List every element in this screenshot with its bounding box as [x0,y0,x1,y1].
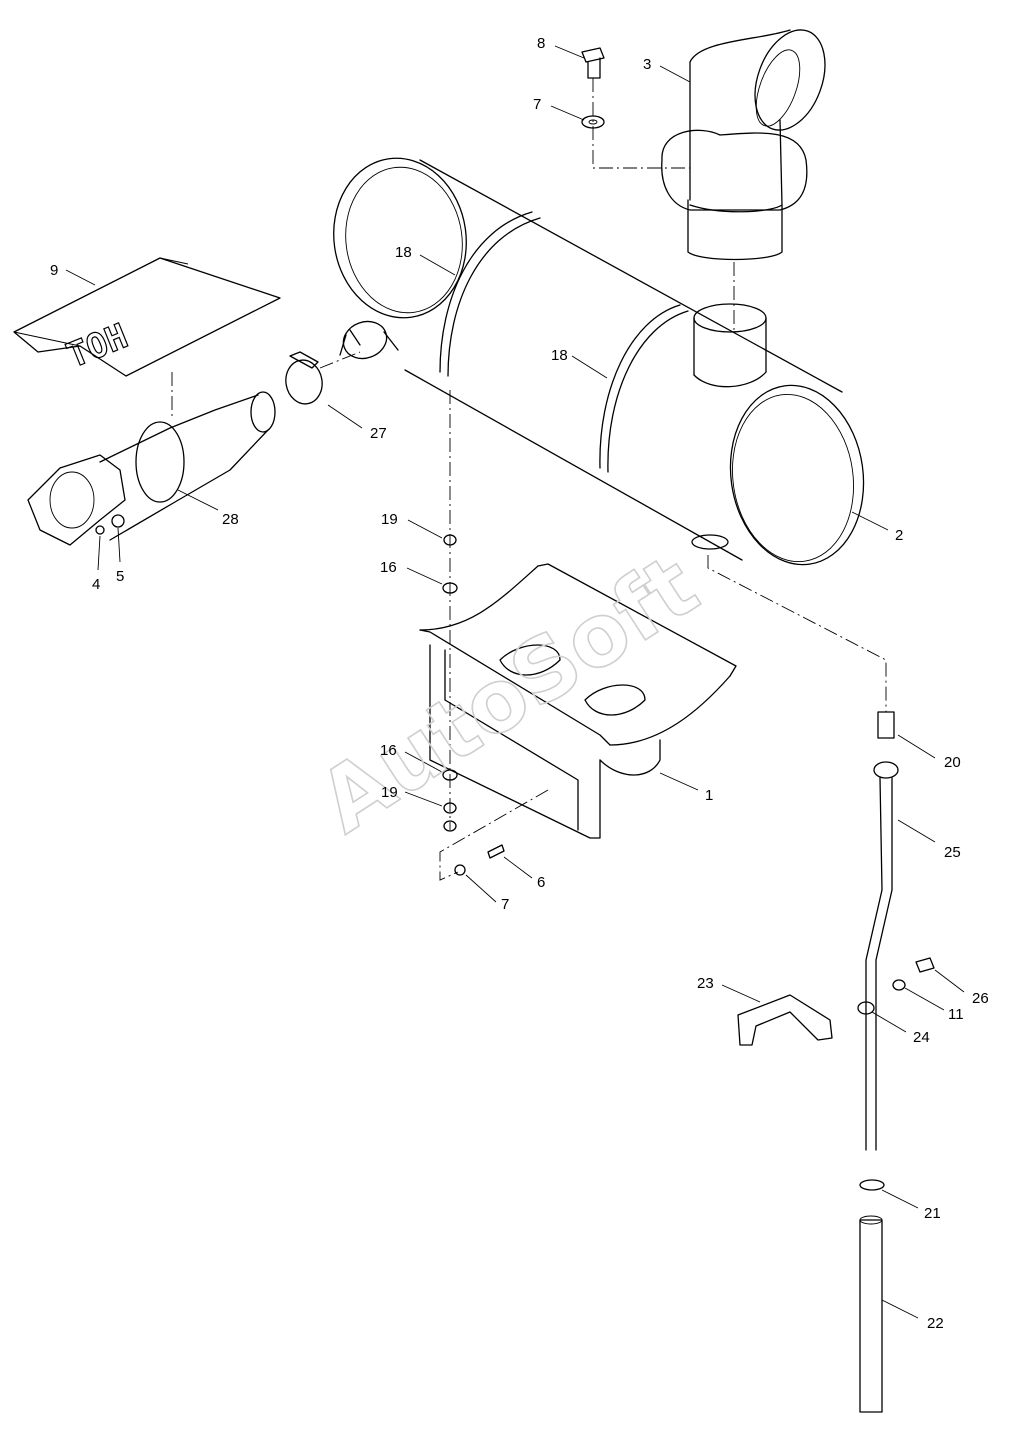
drain-tube [859,711,899,1413]
callout-2: 2 [895,527,903,544]
callout-19: 19 [381,511,398,528]
callout-21: 21 [924,1205,941,1222]
exhaust-stack [661,29,826,261]
callout-9: 9 [50,262,58,279]
callout-16: 16 [380,559,397,576]
callout-19: 19 [381,784,398,801]
clamp [285,351,323,405]
leader-lines [65,45,965,1319]
callout-28: 28 [222,511,239,528]
flex-pipe [27,391,276,546]
callout-24: 24 [913,1029,930,1046]
top-bolt [581,47,605,129]
callout-labels: 8 3 7 9 18 18 27 28 2 4 5 19 16 16 19 1 … [50,35,989,1332]
callout-7: 7 [501,896,509,913]
callout-22: 22 [927,1315,944,1332]
callout-11: 11 [948,1006,964,1023]
callout-26: 26 [972,990,989,1007]
callout-7: 7 [533,96,541,113]
callout-27: 27 [370,425,387,442]
callout-4: 4 [92,576,100,593]
callout-20: 20 [944,754,961,771]
callout-25: 25 [944,844,961,861]
muffler [333,157,865,566]
callout-8: 8 [537,35,545,52]
tube-bracket [737,957,935,1046]
callout-1: 1 [705,787,713,804]
callout-6: 6 [537,874,545,891]
center-lines [171,78,887,881]
callout-18: 18 [395,244,412,261]
callout-3: 3 [643,56,651,73]
callout-16: 16 [380,742,397,759]
muffler-bracket [419,563,737,839]
hot-stamp: HOT [61,316,133,376]
callout-23: 23 [697,975,714,992]
callout-5: 5 [116,568,124,585]
callout-18: 18 [551,347,568,364]
watermark: AutoSoft [302,536,715,853]
hardware-nuts [95,514,505,876]
